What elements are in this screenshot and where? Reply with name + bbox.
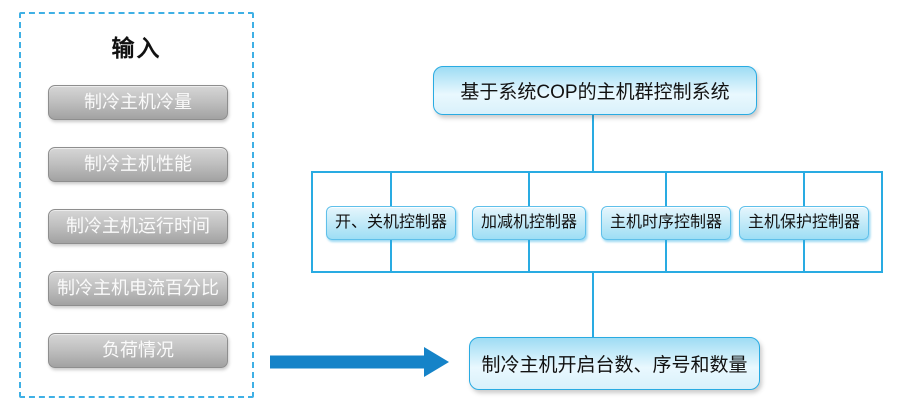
controller-box-add-reduce: 加减机控制器 bbox=[471, 206, 587, 240]
controller-box-sequence: 主机时序控制器 bbox=[600, 206, 732, 240]
input-block-chiller-performance: 制冷主机性能 bbox=[48, 147, 228, 182]
controller-box-start-stop: 开、关机控制器 bbox=[325, 206, 457, 240]
input-block-load-condition: 负荷情况 bbox=[48, 333, 228, 368]
input-block-chiller-current-percent: 制冷主机电流百分比 bbox=[48, 271, 228, 306]
connector-root-to-grid bbox=[592, 114, 594, 172]
input-block-chiller-capacity: 制冷主机冷量 bbox=[48, 85, 228, 120]
input-block-chiller-runtime: 制冷主机运行时间 bbox=[48, 209, 228, 244]
root-system-box: 基于系统COP的主机群控制系统 bbox=[433, 66, 757, 115]
connector-grid-to-output bbox=[592, 272, 594, 338]
controller-box-protection: 主机保护控制器 bbox=[738, 206, 870, 240]
input-panel-title: 输入 bbox=[111, 35, 162, 61]
thick-right-arrow-icon bbox=[270, 347, 449, 377]
output-box: 制冷主机开启台数、序号和数量 bbox=[469, 337, 760, 390]
input-panel: 输入 制冷主机冷量 制冷主机性能 制冷主机运行时间 制冷主机电流百分比 负荷情况 bbox=[19, 12, 254, 398]
